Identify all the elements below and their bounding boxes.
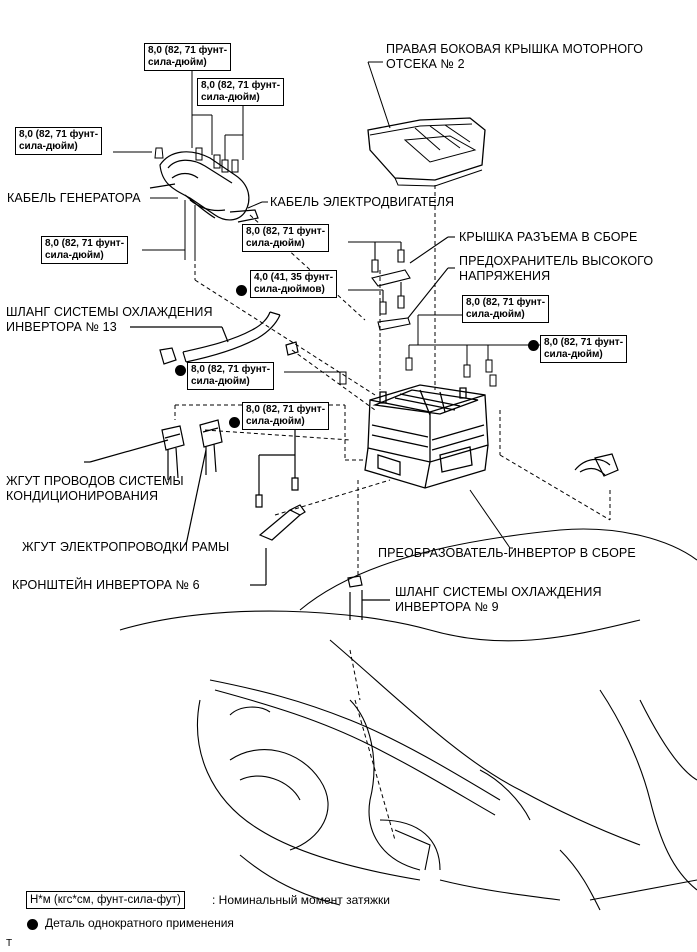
torque-box: 8,0 (82, 71 фунт- сила-дюйм) — [242, 224, 330, 252]
duct-leaders — [113, 61, 391, 260]
torque-line1: 8,0 (82, 71 фунт- — [45, 238, 125, 249]
torque-line2: сила-дюйм) — [19, 141, 78, 152]
torque-line2: сила-дюйм) — [246, 238, 305, 249]
cooling-hose-9 — [347, 575, 390, 620]
hose13-label: ШЛАНГ СИСТЕМЫ ОХЛАЖДЕНИЯ ИНВЕРТОРА № 13 — [6, 305, 213, 335]
cooling-hose-13 — [130, 311, 299, 365]
torque-box: 8,0 (82, 71 фунт- сила-дюйм) — [197, 78, 285, 106]
hose9-label-line2: ИНВЕРТОРА № 9 — [395, 600, 499, 614]
hose9-label-line1: ШЛАНГ СИСТЕМЫ ОХЛАЖДЕНИЯ — [395, 585, 602, 599]
inverter-assembly-label: ПРЕОБРАЗОВАТЕЛЬ-ИНВЕРТОР В СБОРЕ — [378, 546, 636, 560]
torque-box-one-time: 4,0 (41, 35 фунт- сила-дюймов) — [250, 270, 338, 298]
motor-cable-label: КАБЕЛЬ ЭЛЕКТРОДВИГАТЕЛЯ — [270, 195, 455, 209]
one-time-use-dot — [236, 285, 247, 296]
one-time-use-dot — [528, 340, 539, 351]
legend-dot — [27, 919, 38, 930]
ac-harness-label-line1: ЖГУТ ПРОВОДОВ СИСТЕМЫ — [6, 474, 184, 488]
inverter-assembly — [364, 384, 489, 489]
torque-line1: 8,0 (82, 71 фунт- — [148, 45, 228, 56]
torque-line2: сила-дюймов) — [254, 284, 325, 295]
connector-cover-parts — [348, 236, 455, 331]
right-harness-connector — [574, 453, 619, 477]
frame-harness-label: ЖГУТ ЭЛЕКТРОПРОВОДКИ РАМЫ — [22, 540, 230, 554]
torque-box-one-time: 8,0 (82, 71 фунт- сила-дюйм) — [187, 362, 275, 390]
inverter-bolts — [284, 314, 540, 387]
bracket6-label: КРОНШТЕЙН ИНВЕРТОРА № 6 — [12, 578, 200, 592]
frame-harness-connector — [185, 419, 223, 546]
engine-bay-sketch — [119, 528, 697, 911]
engine-cover-label-line1: ПРАВАЯ БОКОВАЯ КРЫШКА МОТОРНОГО — [386, 42, 644, 56]
torque-box-one-time: 8,0 (82, 71 фунт- сила-дюйм) — [242, 402, 330, 430]
ac-harness-connector — [84, 425, 185, 480]
one-time-use-dot — [175, 365, 186, 376]
one-time-use-dot — [229, 417, 240, 428]
torque-box: 8,0 (82, 71 фунт- сила-дюйм) — [462, 295, 550, 323]
ac-harness-label-line2: КОНДИЦИОНИРОВАНИЯ — [6, 489, 159, 503]
torque-line2: сила-дюйм) — [191, 376, 250, 387]
torque-line1: 8,0 (82, 71 фунт- — [191, 364, 271, 375]
torque-line1: 8,0 (82, 71 фунт- — [246, 226, 326, 237]
legend-torque-box: Н*м (кгс*см, фунт-сила-фут) — [26, 891, 185, 909]
legend-dot-text: Деталь однократного применения — [45, 916, 234, 930]
ac-harness-label: ЖГУТ ПРОВОДОВ СИСТЕМЫ КОНДИЦИОНИРОВАНИЯ — [6, 474, 184, 504]
legend-torque-text: : Номинальный момент затяжки — [212, 893, 390, 907]
torque-line2: сила-дюйм) — [45, 250, 104, 261]
engine-cover-label: ПРАВАЯ БОКОВАЯ КРЫШКА МОТОРНОГО ОТСЕКА №… — [386, 42, 643, 72]
corner-mark: T — [6, 938, 13, 949]
engine-cover-label-line2: ОТСЕКА № 2 — [386, 57, 465, 71]
hose9-label: ШЛАНГ СИСТЕМЫ ОХЛАЖДЕНИЯ ИНВЕРТОРА № 9 — [395, 585, 602, 615]
cable-duct — [149, 151, 259, 223]
torque-box-one-time: 8,0 (82, 71 фунт- сила-дюйм) — [540, 335, 628, 363]
torque-box: 8,0 (82, 71 фунт- сила-дюйм) — [144, 43, 232, 71]
torque-line1: 8,0 (82, 71 фунт- — [544, 337, 624, 348]
fuse-label-line2: НАПРЯЖЕНИЯ — [459, 269, 551, 283]
torque-box: 8,0 (82, 71 фунт- сила-дюйм) — [15, 127, 103, 155]
fuse-label-line1: ПРЕДОХРАНИТЕЛЬ ВЫСОКОГО — [459, 254, 654, 268]
torque-line2: сила-дюйм) — [148, 57, 207, 68]
torque-line2: сила-дюйм) — [201, 92, 260, 103]
torque-line2: сила-дюйм) — [544, 349, 603, 360]
fuse-label: ПРЕДОХРАНИТЕЛЬ ВЫСОКОГО НАПРЯЖЕНИЯ — [459, 254, 653, 284]
torque-line1: 8,0 (82, 71 фунт- — [246, 404, 326, 415]
duct-bolts — [154, 147, 239, 173]
torque-line1: 8,0 (82, 71 фунт- — [19, 129, 99, 140]
inverter-bracket-6 — [250, 430, 306, 586]
connector-cover-label: КРЫШКА РАЗЪЕМА В СБОРЕ — [459, 230, 638, 244]
torque-line2: сила-дюйм) — [246, 416, 305, 427]
torque-line1: 8,0 (82, 71 фунт- — [466, 297, 546, 308]
torque-box: 8,0 (82, 71 фунт- сила-дюйм) — [41, 236, 129, 264]
inverter-leader — [469, 489, 511, 549]
hose13-label-line2: ИНВЕРТОРА № 13 — [6, 320, 117, 334]
torque-line2: сила-дюйм) — [466, 309, 525, 320]
torque-line1: 8,0 (82, 71 фунт- — [201, 80, 281, 91]
generator-cable-label: КАБЕЛЬ ГЕНЕРАТОРА — [7, 191, 141, 205]
engine-room-side-cover — [367, 117, 486, 187]
hose13-label-line1: ШЛАНГ СИСТЕМЫ ОХЛАЖДЕНИЯ — [6, 305, 213, 319]
torque-line1: 4,0 (41, 35 фунт- — [254, 272, 334, 283]
